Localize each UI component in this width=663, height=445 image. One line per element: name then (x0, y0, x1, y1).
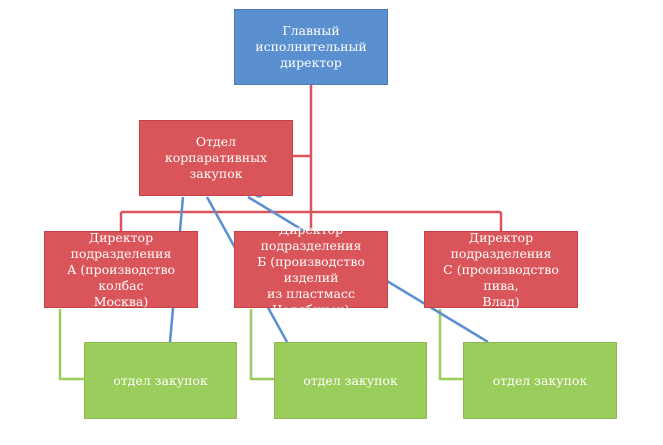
purchasing-b-connector (249, 309, 274, 381)
division-b-node[interactable]: Директор подразделения Б (производство и… (234, 222, 388, 317)
purchasing-unit-b-node[interactable]: отдел закупок (274, 342, 427, 419)
purchasing-c-connector (438, 309, 463, 381)
ceo-label: Главный исполнительный директор (255, 23, 367, 70)
purchasing-unit-a-node[interactable]: отдел закупок (84, 342, 237, 419)
procurement-dept-label: Отдел корпаративных закупок (164, 134, 268, 181)
purchasing-unit-c-label: отдел закупок (492, 372, 588, 388)
purchasing-unit-c-node[interactable]: отдел закупок (463, 342, 617, 419)
ceo-node[interactable]: Главный исполнительный директор (234, 9, 388, 85)
division-b-label: Директор подразделения Б (производство и… (257, 221, 365, 317)
purchasing-a-connector (58, 309, 84, 381)
division-a-label: Директор подразделения А (производство к… (66, 229, 176, 309)
purchasing-unit-a-label: отдел закупок (113, 372, 208, 388)
division-c-node[interactable]: Директор подразделения С (прооизводство … (424, 229, 578, 309)
procurement-dept-node[interactable]: Отдел корпаративных закупок (139, 120, 293, 196)
purchasing-unit-b-label: отдел закупок (303, 372, 398, 388)
division-a-node[interactable]: Директор подразделения А (производство к… (44, 229, 198, 309)
division-c-label: Директор подразделения С (прооизводство … (443, 229, 559, 309)
